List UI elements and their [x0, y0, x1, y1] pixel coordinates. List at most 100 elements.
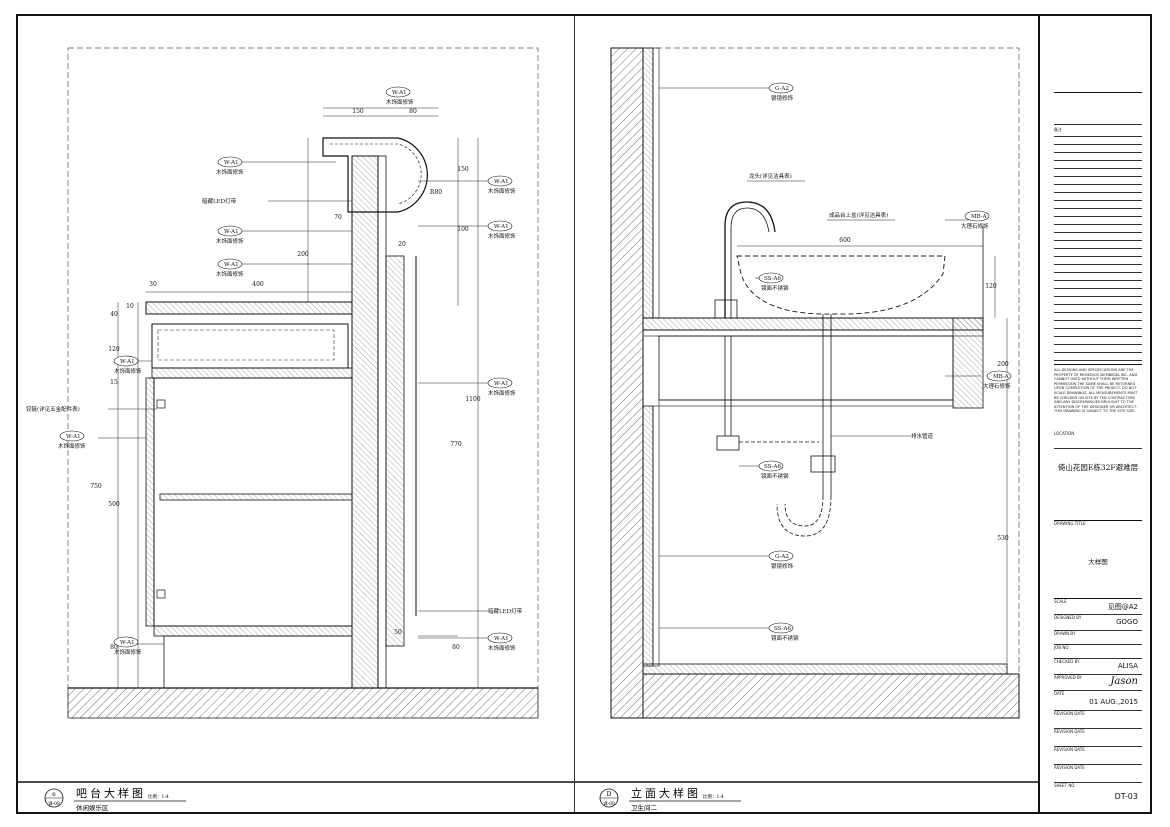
vanity-top	[642, 317, 984, 331]
revision-rule	[1054, 224, 1142, 225]
cabinet-body	[153, 377, 353, 627]
revision-rule	[1054, 328, 1142, 329]
washroom-elevation-drawing: 600 120 200 530 G-A2 银镜修饰 龙头(详见洁具表) 成品台上…	[575, 47, 1038, 812]
label-wood-r1: 木饰面修饰	[488, 187, 516, 195]
scale-label: SCALE	[1054, 599, 1067, 604]
revision-rule	[1054, 184, 1142, 185]
top-cap	[322, 137, 428, 213]
label-wood-1: 木饰面修饰	[216, 168, 244, 176]
drawn-label: DRAWN BY	[1054, 631, 1076, 636]
dim-150: 150	[352, 108, 364, 115]
revision-rule	[1054, 152, 1142, 153]
dim-120: 120	[108, 346, 120, 353]
approved-label: APPROVED BY	[1054, 675, 1083, 680]
right-subtitle: 卫生间二	[631, 803, 658, 812]
label-wood-3: 木饰面修饰	[216, 270, 244, 278]
marker-ref-d: 详-08	[603, 800, 615, 807]
right-title: 立面大样图	[631, 786, 701, 800]
dim-15: 15	[110, 379, 118, 386]
tag-wa1-top: W-A1	[392, 90, 407, 96]
tag-wa1-r3: W-A1	[494, 381, 509, 387]
revision-rule	[1054, 208, 1142, 209]
tag-wa1-r2: W-A1	[494, 224, 509, 230]
scale-value: 见图@A2	[1107, 603, 1138, 611]
label-mirror-top: 银镜修饰	[771, 94, 794, 102]
label-wood-r3: 木饰面修饰	[488, 389, 516, 397]
drawing-sheet: 150 80 150 R80 70 100 200 30 400 20 10 4…	[16, 14, 1152, 814]
hinge-icon	[156, 399, 166, 599]
tag-ga2-bottom: G-A2	[775, 554, 789, 560]
counter-top	[145, 301, 353, 315]
title-block: 备注 ALL DESIGNS AND SPECIFICATIONS ARE TH…	[1038, 16, 1154, 812]
tag-ss-3: SS-A6	[774, 626, 791, 632]
revision-rule	[1054, 336, 1142, 337]
marker-letter-e: e	[52, 791, 56, 798]
marker-ref-e: 详-08	[48, 800, 60, 807]
label-basin: 成品台上盆(详见洁具表)	[829, 211, 888, 219]
label-steel-2: 镜面不锈钢	[761, 472, 789, 480]
dim-400: 400	[252, 281, 264, 288]
revision-date-4: REVISION DATE	[1054, 765, 1085, 770]
tag-ss-1: SS-A6	[764, 276, 781, 282]
revision-label: 备注	[1054, 127, 1062, 132]
revision-rule	[1054, 288, 1142, 289]
revision-rule	[1054, 352, 1142, 353]
drawer	[151, 323, 349, 369]
job-label: JOB NO.	[1054, 645, 1070, 650]
tag-wa1-2: W-A1	[224, 229, 239, 235]
tag-ga2-top: G-A2	[775, 86, 789, 92]
dim-r80: R80	[430, 189, 442, 196]
drawing-title: 大样图	[1088, 558, 1108, 566]
designed-label: DESIGNED BY	[1054, 615, 1082, 620]
marker-letter-d: D	[607, 791, 612, 798]
tag-wa1-r1: W-A1	[494, 179, 509, 185]
revision-rule	[1054, 168, 1142, 169]
label-wood-2: 木饰面修饰	[216, 237, 244, 245]
revision-rule	[1054, 200, 1142, 201]
dim-20: 20	[398, 241, 406, 248]
tag-wa1-l2: W-A1	[66, 434, 81, 440]
dim-770: 770	[450, 441, 462, 448]
revision-rule	[1054, 312, 1142, 313]
label-steel-1: 镜面不锈钢	[761, 284, 789, 292]
label-wood-r2: 木饰面修饰	[488, 232, 516, 240]
revision-rule	[1054, 232, 1142, 233]
revision-rule	[1054, 176, 1142, 177]
floor-hatch	[67, 687, 539, 719]
shelf	[159, 493, 353, 501]
revision-rule	[1054, 360, 1142, 361]
dim-10: 10	[126, 303, 134, 310]
revision-rule	[1054, 144, 1142, 145]
revision-rule	[1054, 344, 1142, 345]
dim-200: 200	[297, 251, 309, 258]
revision-rule	[1054, 296, 1142, 297]
dim-500: 500	[108, 501, 120, 508]
dim-600: 600	[839, 237, 851, 244]
label-wood-l2: 木饰面修饰	[58, 442, 86, 450]
revision-rule	[1054, 272, 1142, 273]
label-hidden-led: 暗藏LED灯带	[488, 607, 523, 615]
revision-rule	[1054, 136, 1142, 137]
tag-wa1-3: W-A1	[224, 262, 239, 268]
label-wood-r4: 木饰面修饰	[488, 644, 516, 652]
dim-120r: 120	[985, 283, 997, 290]
location-label: LOCATION	[1054, 431, 1075, 436]
revision-rule	[1054, 304, 1142, 305]
revision-rule	[1054, 280, 1142, 281]
revision-date-1: REVISION DATE	[1054, 711, 1085, 716]
dim-80c: 80	[452, 644, 460, 651]
revision-rule	[1054, 264, 1142, 265]
dim-70: 70	[334, 214, 342, 221]
basin	[736, 255, 946, 315]
left-subtitle: 休闲娱乐区	[76, 803, 109, 812]
dim-80b: 80	[110, 644, 118, 651]
revision-date-2: REVISION DATE	[1054, 729, 1085, 734]
label-faucet: 龙头(详见洁具表)	[749, 172, 792, 180]
left-wall	[610, 47, 644, 719]
dim-40: 40	[110, 311, 118, 318]
approved-signature: Jason	[1110, 676, 1138, 687]
revision-rule	[1054, 160, 1142, 161]
faucet-icon	[724, 201, 776, 318]
label-hinge: 铰链(详见五金配件表)	[26, 405, 80, 413]
wall-section	[351, 155, 379, 689]
